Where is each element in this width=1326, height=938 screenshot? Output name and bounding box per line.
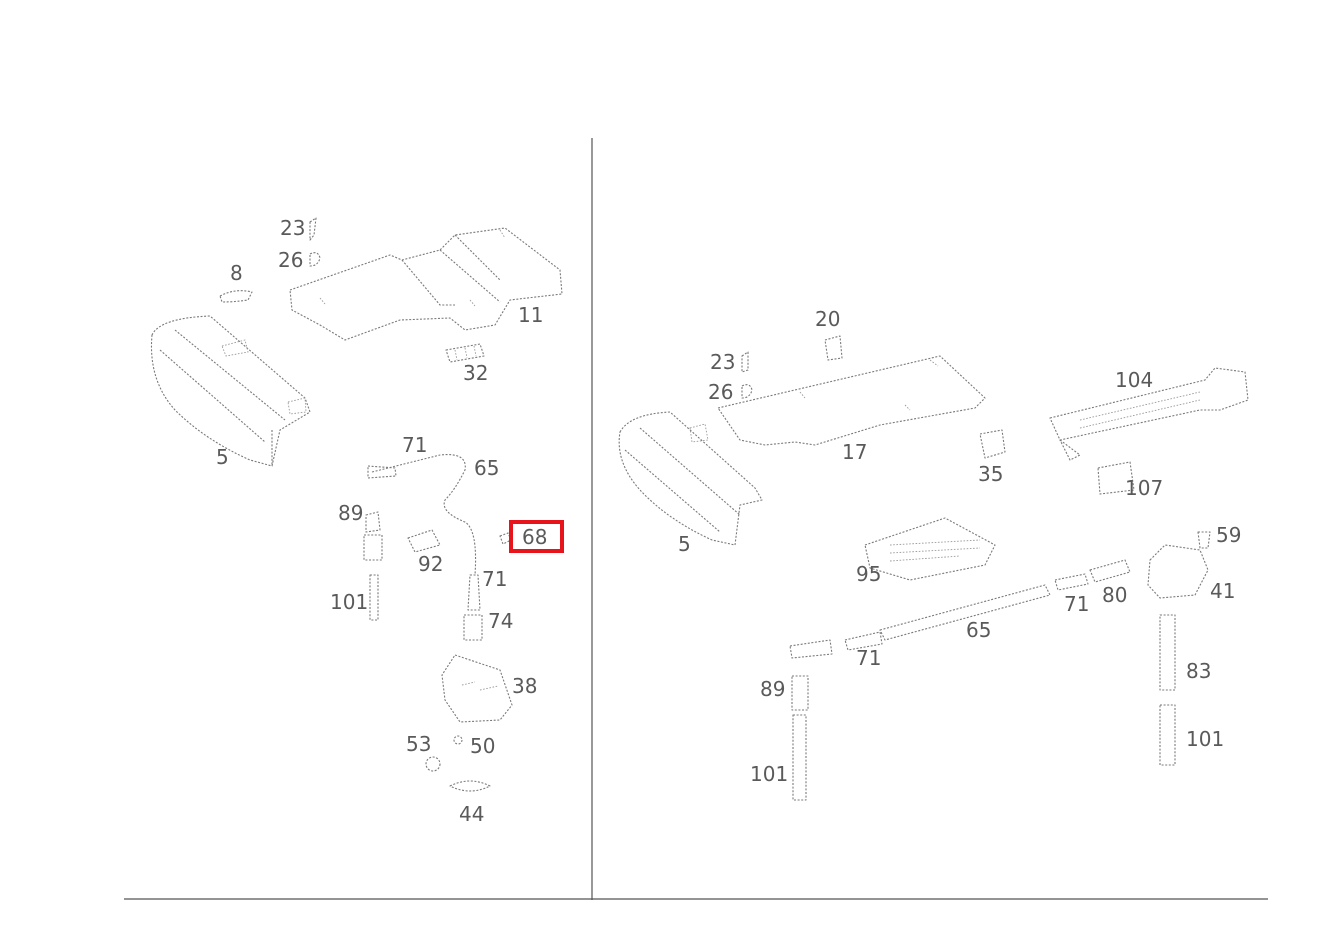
callout-71[interactable]: 71 bbox=[856, 646, 881, 670]
part-17-plate[interactable] bbox=[717, 355, 986, 446]
callout-44[interactable]: 44 bbox=[459, 802, 484, 826]
part-44[interactable] bbox=[449, 780, 491, 792]
part-23-screw[interactable] bbox=[741, 351, 749, 373]
callout-50[interactable]: 50 bbox=[470, 734, 495, 758]
part-101-fastener[interactable] bbox=[369, 574, 379, 621]
callout-32[interactable]: 32 bbox=[463, 361, 488, 385]
callout-17[interactable]: 17 bbox=[842, 440, 867, 464]
callout-89[interactable]: 89 bbox=[760, 677, 785, 701]
part-107[interactable] bbox=[1097, 461, 1135, 495]
callout-41[interactable]: 41 bbox=[1210, 579, 1235, 603]
callout-65[interactable]: 65 bbox=[474, 456, 499, 480]
callout-53[interactable]: 53 bbox=[406, 732, 431, 756]
callout-71[interactable]: 71 bbox=[1064, 592, 1089, 616]
callout-80[interactable]: 80 bbox=[1102, 583, 1127, 607]
callout-26[interactable]: 26 bbox=[278, 248, 303, 272]
callout-71[interactable]: 71 bbox=[482, 567, 507, 591]
part-101-fastener[interactable] bbox=[792, 714, 807, 801]
callout-71[interactable]: 71 bbox=[402, 433, 427, 457]
callout-59[interactable]: 59 bbox=[1216, 523, 1241, 547]
callout-20[interactable]: 20 bbox=[815, 307, 840, 331]
part-26-washer[interactable] bbox=[309, 252, 321, 267]
part-74[interactable] bbox=[463, 614, 483, 641]
part-26-washer[interactable] bbox=[741, 384, 753, 399]
part-32[interactable] bbox=[445, 343, 485, 363]
callout-65[interactable]: 65 bbox=[966, 618, 991, 642]
callout-89[interactable]: 89 bbox=[338, 501, 363, 525]
callout-95[interactable]: 95 bbox=[856, 562, 881, 586]
callout-101[interactable]: 101 bbox=[1186, 727, 1224, 751]
part-20[interactable] bbox=[824, 335, 843, 361]
callout-35[interactable]: 35 bbox=[978, 462, 1003, 486]
part-38-base[interactable] bbox=[441, 654, 513, 723]
callout-104[interactable]: 104 bbox=[1115, 368, 1153, 392]
part-23-screw[interactable] bbox=[309, 217, 317, 241]
part-89-connector[interactable] bbox=[363, 511, 383, 561]
callout-101[interactable]: 101 bbox=[330, 590, 368, 614]
callout-68[interactable]: 68 bbox=[522, 525, 547, 549]
callout-74[interactable]: 74 bbox=[488, 609, 513, 633]
callout-107[interactable]: 107 bbox=[1125, 476, 1163, 500]
callout-8[interactable]: 8 bbox=[230, 261, 243, 285]
part-53[interactable] bbox=[425, 756, 441, 772]
part-101-fastener[interactable] bbox=[1159, 704, 1176, 766]
part-104-rod[interactable] bbox=[1049, 367, 1249, 461]
callout-5[interactable]: 5 bbox=[678, 532, 691, 556]
part-50[interactable] bbox=[453, 735, 463, 745]
right-view: 20 23 26 104 17 35 107 5 59 95 41 80 71 … bbox=[618, 307, 1249, 801]
part-65-cable[interactable] bbox=[789, 559, 1131, 659]
selected-callout-box bbox=[509, 520, 564, 553]
callout-23[interactable]: 23 bbox=[280, 216, 305, 240]
callout-92[interactable]: 92 bbox=[418, 552, 443, 576]
callout-5[interactable]: 5 bbox=[216, 445, 229, 469]
part-89-connector[interactable] bbox=[791, 675, 809, 711]
part-95-tray[interactable] bbox=[864, 517, 996, 581]
part-5-housing[interactable] bbox=[150, 315, 311, 467]
part-8[interactable] bbox=[219, 290, 253, 303]
callout-26[interactable]: 26 bbox=[708, 380, 733, 404]
part-5-housing[interactable] bbox=[618, 411, 763, 546]
callout-38[interactable]: 38 bbox=[512, 674, 537, 698]
part-41-block[interactable] bbox=[1147, 544, 1209, 599]
part-11-plate[interactable] bbox=[289, 227, 563, 341]
part-35[interactable] bbox=[979, 429, 1006, 459]
part-59[interactable] bbox=[1197, 531, 1211, 549]
callout-23[interactable]: 23 bbox=[710, 350, 735, 374]
left-view: 23 26 8 11 32 5 71 65 89 92 68 71 101 74… bbox=[150, 216, 564, 826]
part-92[interactable] bbox=[407, 529, 441, 553]
part-65-cable[interactable] bbox=[367, 454, 481, 611]
callout-11[interactable]: 11 bbox=[518, 303, 543, 327]
callout-101[interactable]: 101 bbox=[750, 762, 788, 786]
callout-83[interactable]: 83 bbox=[1186, 659, 1211, 683]
part-83-connector[interactable] bbox=[1159, 614, 1176, 691]
